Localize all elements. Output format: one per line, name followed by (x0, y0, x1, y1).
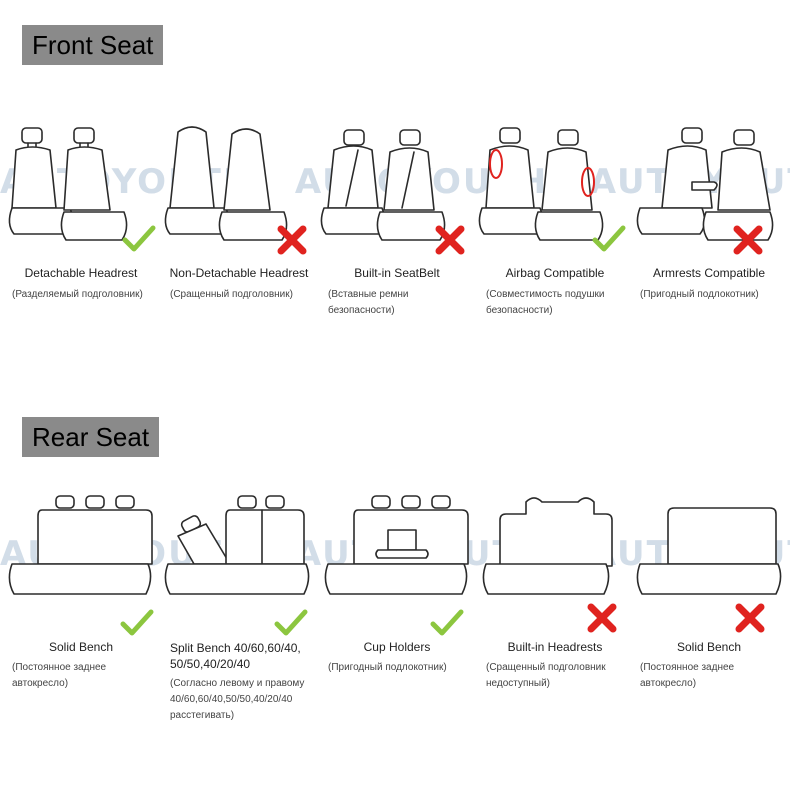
bench-illustration (482, 497, 613, 595)
item-title: Solid Bench (676, 640, 742, 654)
front-item-armrests-compatible: Armrests Compatible (Пригодный подлокотн… (630, 120, 788, 320)
cross-icon (733, 225, 763, 255)
item-title: Armrests Compatible (652, 266, 766, 280)
item-subtitle: (Постоянное заднее автокресло) (640, 662, 735, 689)
item-subtitle: (Постоянное заднее автокресло) (12, 662, 107, 689)
seat-pair-illustration (320, 129, 446, 241)
item-title: Non-Detachable Headrest (169, 266, 309, 280)
item-subtitle: (Сращенный подголовник) (170, 289, 293, 300)
cross-icon (435, 225, 465, 255)
rear-item-built-in-headrests: Built-in Headrests (Сращенный подголовни… (476, 490, 634, 690)
cross-icon (587, 603, 617, 633)
front-item-non-detachable-headrest: Non-Detachable Headrest (Сращенный подго… (160, 120, 318, 320)
front-item-built-in-seatbelt: Built-in SeatBelt (Вставные ремни безопа… (318, 120, 476, 320)
item-subtitle: (Согласно левому и правому 40/60,60/40,5… (170, 678, 305, 721)
front-item-detachable-headrest: Detachable Headrest (Разделяемый подголо… (2, 120, 160, 320)
seat-pair-illustration (164, 126, 288, 241)
split-bench-illustration (164, 495, 310, 595)
cross-icon (277, 225, 307, 255)
seat-pair-illustration (478, 127, 604, 241)
rear-item-split-bench: Split Bench 40/60,60/40, 50/50,40/20/40 … (160, 490, 318, 721)
check-icon (430, 609, 464, 636)
check-icon (122, 225, 156, 252)
seat-pair-illustration (8, 127, 128, 241)
front-seat-label: Front Seat (22, 25, 164, 65)
item-subtitle: (Пригодный подлокотник) (328, 662, 447, 673)
bench-illustration (8, 495, 153, 595)
bench-illustration (636, 507, 782, 595)
bench-cupholder-illustration (324, 495, 469, 595)
rear-item-solid-bench: Solid Bench (Постоянное заднее автокресл… (2, 490, 160, 700)
rear-item-solid-bench-2: Solid Bench (Постоянное заднее автокресл… (630, 490, 788, 690)
item-subtitle: (Совместимость подушки безопасности) (486, 289, 605, 316)
seat-pair-illustration (636, 127, 774, 241)
item-title: Airbag Compatible (505, 266, 605, 280)
check-icon (120, 609, 154, 636)
rear-seat-label: Rear Seat (22, 417, 160, 457)
cross-icon (735, 603, 765, 633)
item-title: Built-in Headrests (507, 640, 603, 654)
item-title: Cup Holders (363, 640, 431, 654)
item-subtitle: (Сращенный подголовник недоступный) (486, 662, 606, 689)
rear-item-cup-holders: Cup Holders (Пригодный подлокотник) (318, 490, 476, 690)
item-title: Solid Bench (48, 640, 114, 654)
front-item-airbag-compatible: Airbag Compatible (Совместимость подушки… (476, 120, 634, 320)
item-subtitle: (Разделяемый подголовник) (12, 289, 143, 300)
check-icon (274, 609, 308, 636)
item-subtitle: (Пригодный подлокотник) (640, 289, 759, 300)
item-subtitle: (Вставные ремни безопасности) (328, 289, 409, 316)
item-title: Detachable Headrest (24, 266, 138, 280)
item-title: Split Bench 40/60,60/40, 50/50,40/20/40 (170, 641, 301, 671)
check-icon (592, 225, 626, 252)
item-title: Built-in SeatBelt (354, 266, 440, 280)
